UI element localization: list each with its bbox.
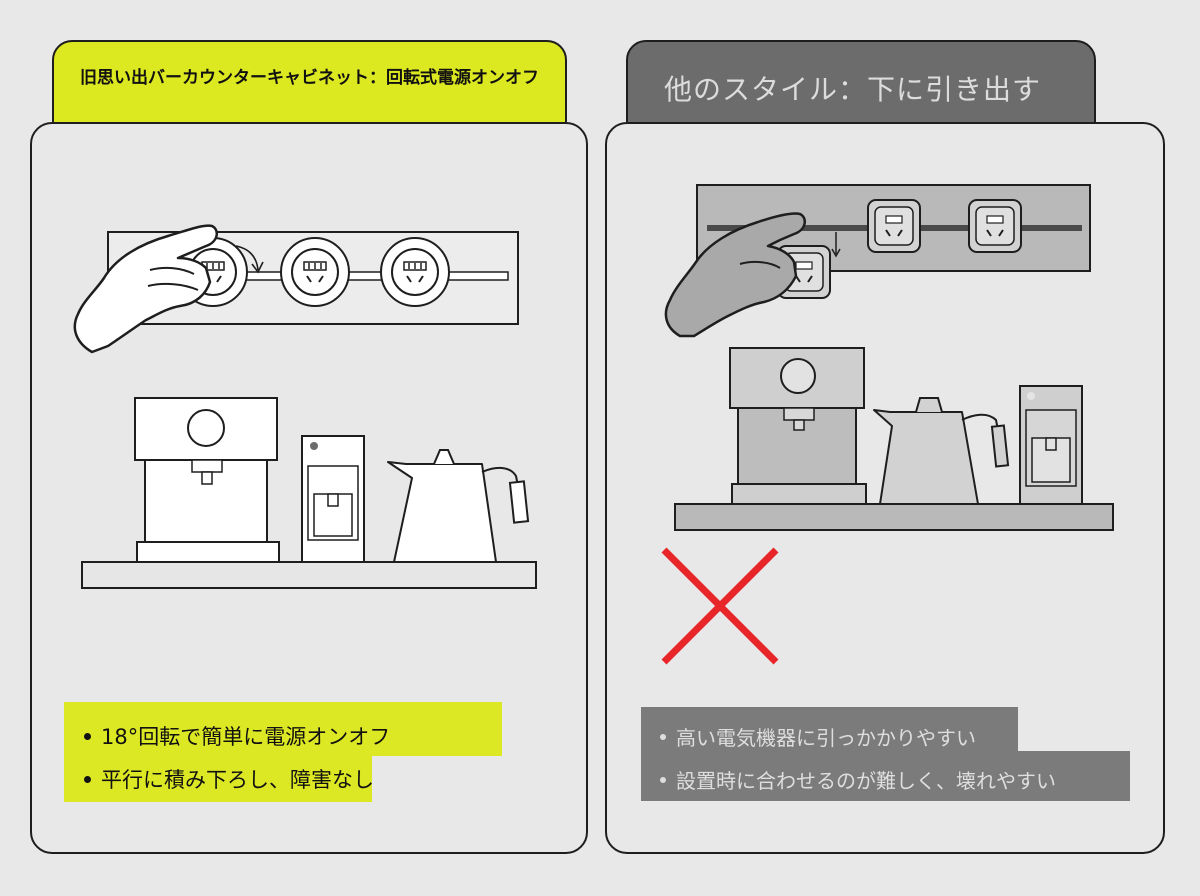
bullet-dot-icon <box>84 732 91 740</box>
socket-icon <box>968 199 1022 253</box>
left-tab-title: 旧思い出バーカウンターキャビネット：回転式電源オンオフ <box>80 68 539 88</box>
cross-icon <box>661 547 779 665</box>
grinder <box>301 435 365 563</box>
left-highlight-cut <box>372 756 502 802</box>
bullet-dot-icon <box>660 776 666 783</box>
grinder <box>1019 385 1083 505</box>
right-highlight-2 <box>641 751 1130 801</box>
kettle <box>387 449 530 563</box>
right-bullet-1-text: 高い電気機器に引っかかりやすい <box>676 726 976 750</box>
kettle <box>873 397 1010 505</box>
socket-icon <box>280 237 350 307</box>
right-bullet-2-text: 設置時に合わせるのが難しく、壊れやすい <box>676 769 1056 793</box>
bullet-dot-icon <box>660 733 666 740</box>
bullet-dot-icon <box>84 775 91 783</box>
right-highlight-1 <box>641 707 1018 755</box>
coffee-machine <box>729 347 867 505</box>
left-bullet-1-text: 18°回転で簡単に電源オンオフ <box>101 725 391 749</box>
socket-icon <box>380 237 450 307</box>
right-tab-title: 他のスタイル：下に引き出す <box>664 73 1042 106</box>
socket-icon <box>867 199 921 253</box>
left-bullet-2: 平行に積み下ろし、障害なし <box>84 764 374 794</box>
coffee-machine <box>134 397 280 563</box>
right-shelf <box>674 503 1114 531</box>
left-bullet-2-text: 平行に積み下ろし、障害なし <box>101 768 374 792</box>
right-bullet-1: 高い電気機器に引っかかりやすい <box>660 722 976 751</box>
hand-icon <box>73 224 219 354</box>
hand-icon <box>664 212 807 338</box>
left-bullet-1: 18°回転で簡単に電源オンオフ <box>84 721 390 751</box>
right-bullet-2: 設置時に合わせるのが難しく、壊れやすい <box>660 765 1056 794</box>
left-shelf <box>81 561 537 589</box>
